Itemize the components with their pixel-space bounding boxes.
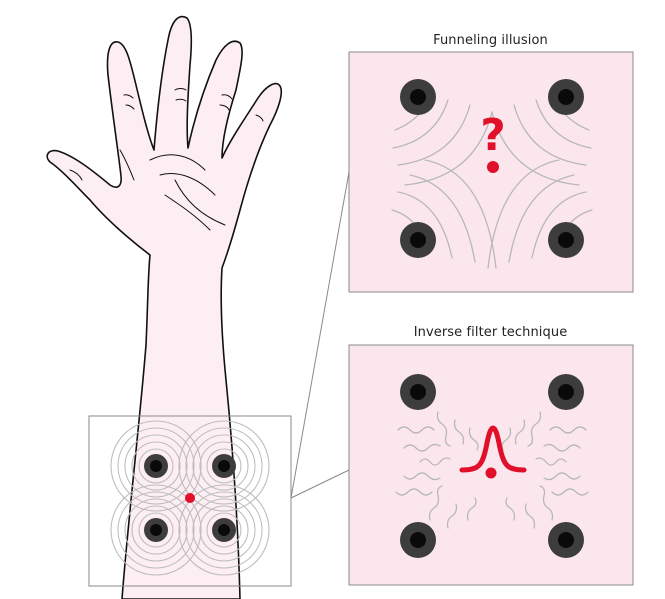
hand-and-forearm	[47, 17, 281, 599]
wrist-actuator-2	[212, 454, 236, 478]
panel-inverse-filter	[349, 345, 633, 585]
inverse-actuator-1	[400, 374, 436, 410]
wrist-actuator-4	[212, 518, 236, 542]
funneling-actuator-1	[400, 79, 436, 115]
funneling-target-point	[487, 161, 499, 173]
funneling-actuator-4	[548, 222, 584, 258]
inverse-target-point	[486, 468, 497, 479]
zoom-line-bottom	[291, 470, 349, 498]
wrist-actuator-1	[144, 454, 168, 478]
inverse-actuator-2	[548, 374, 584, 410]
panel-funneling: ?	[349, 52, 633, 292]
panel-inverse-filter-frame	[349, 345, 633, 585]
inverse-actuator-4	[548, 522, 584, 558]
arm-illustration	[47, 17, 281, 599]
wrist-actuator-3	[144, 518, 168, 542]
funneling-actuator-2	[548, 79, 584, 115]
question-mark-icon: ?	[480, 110, 506, 161]
inverse-actuator-3	[400, 522, 436, 558]
zoom-line-top	[291, 172, 349, 498]
funneling-actuator-3	[400, 222, 436, 258]
wrist-target-point	[185, 493, 195, 503]
